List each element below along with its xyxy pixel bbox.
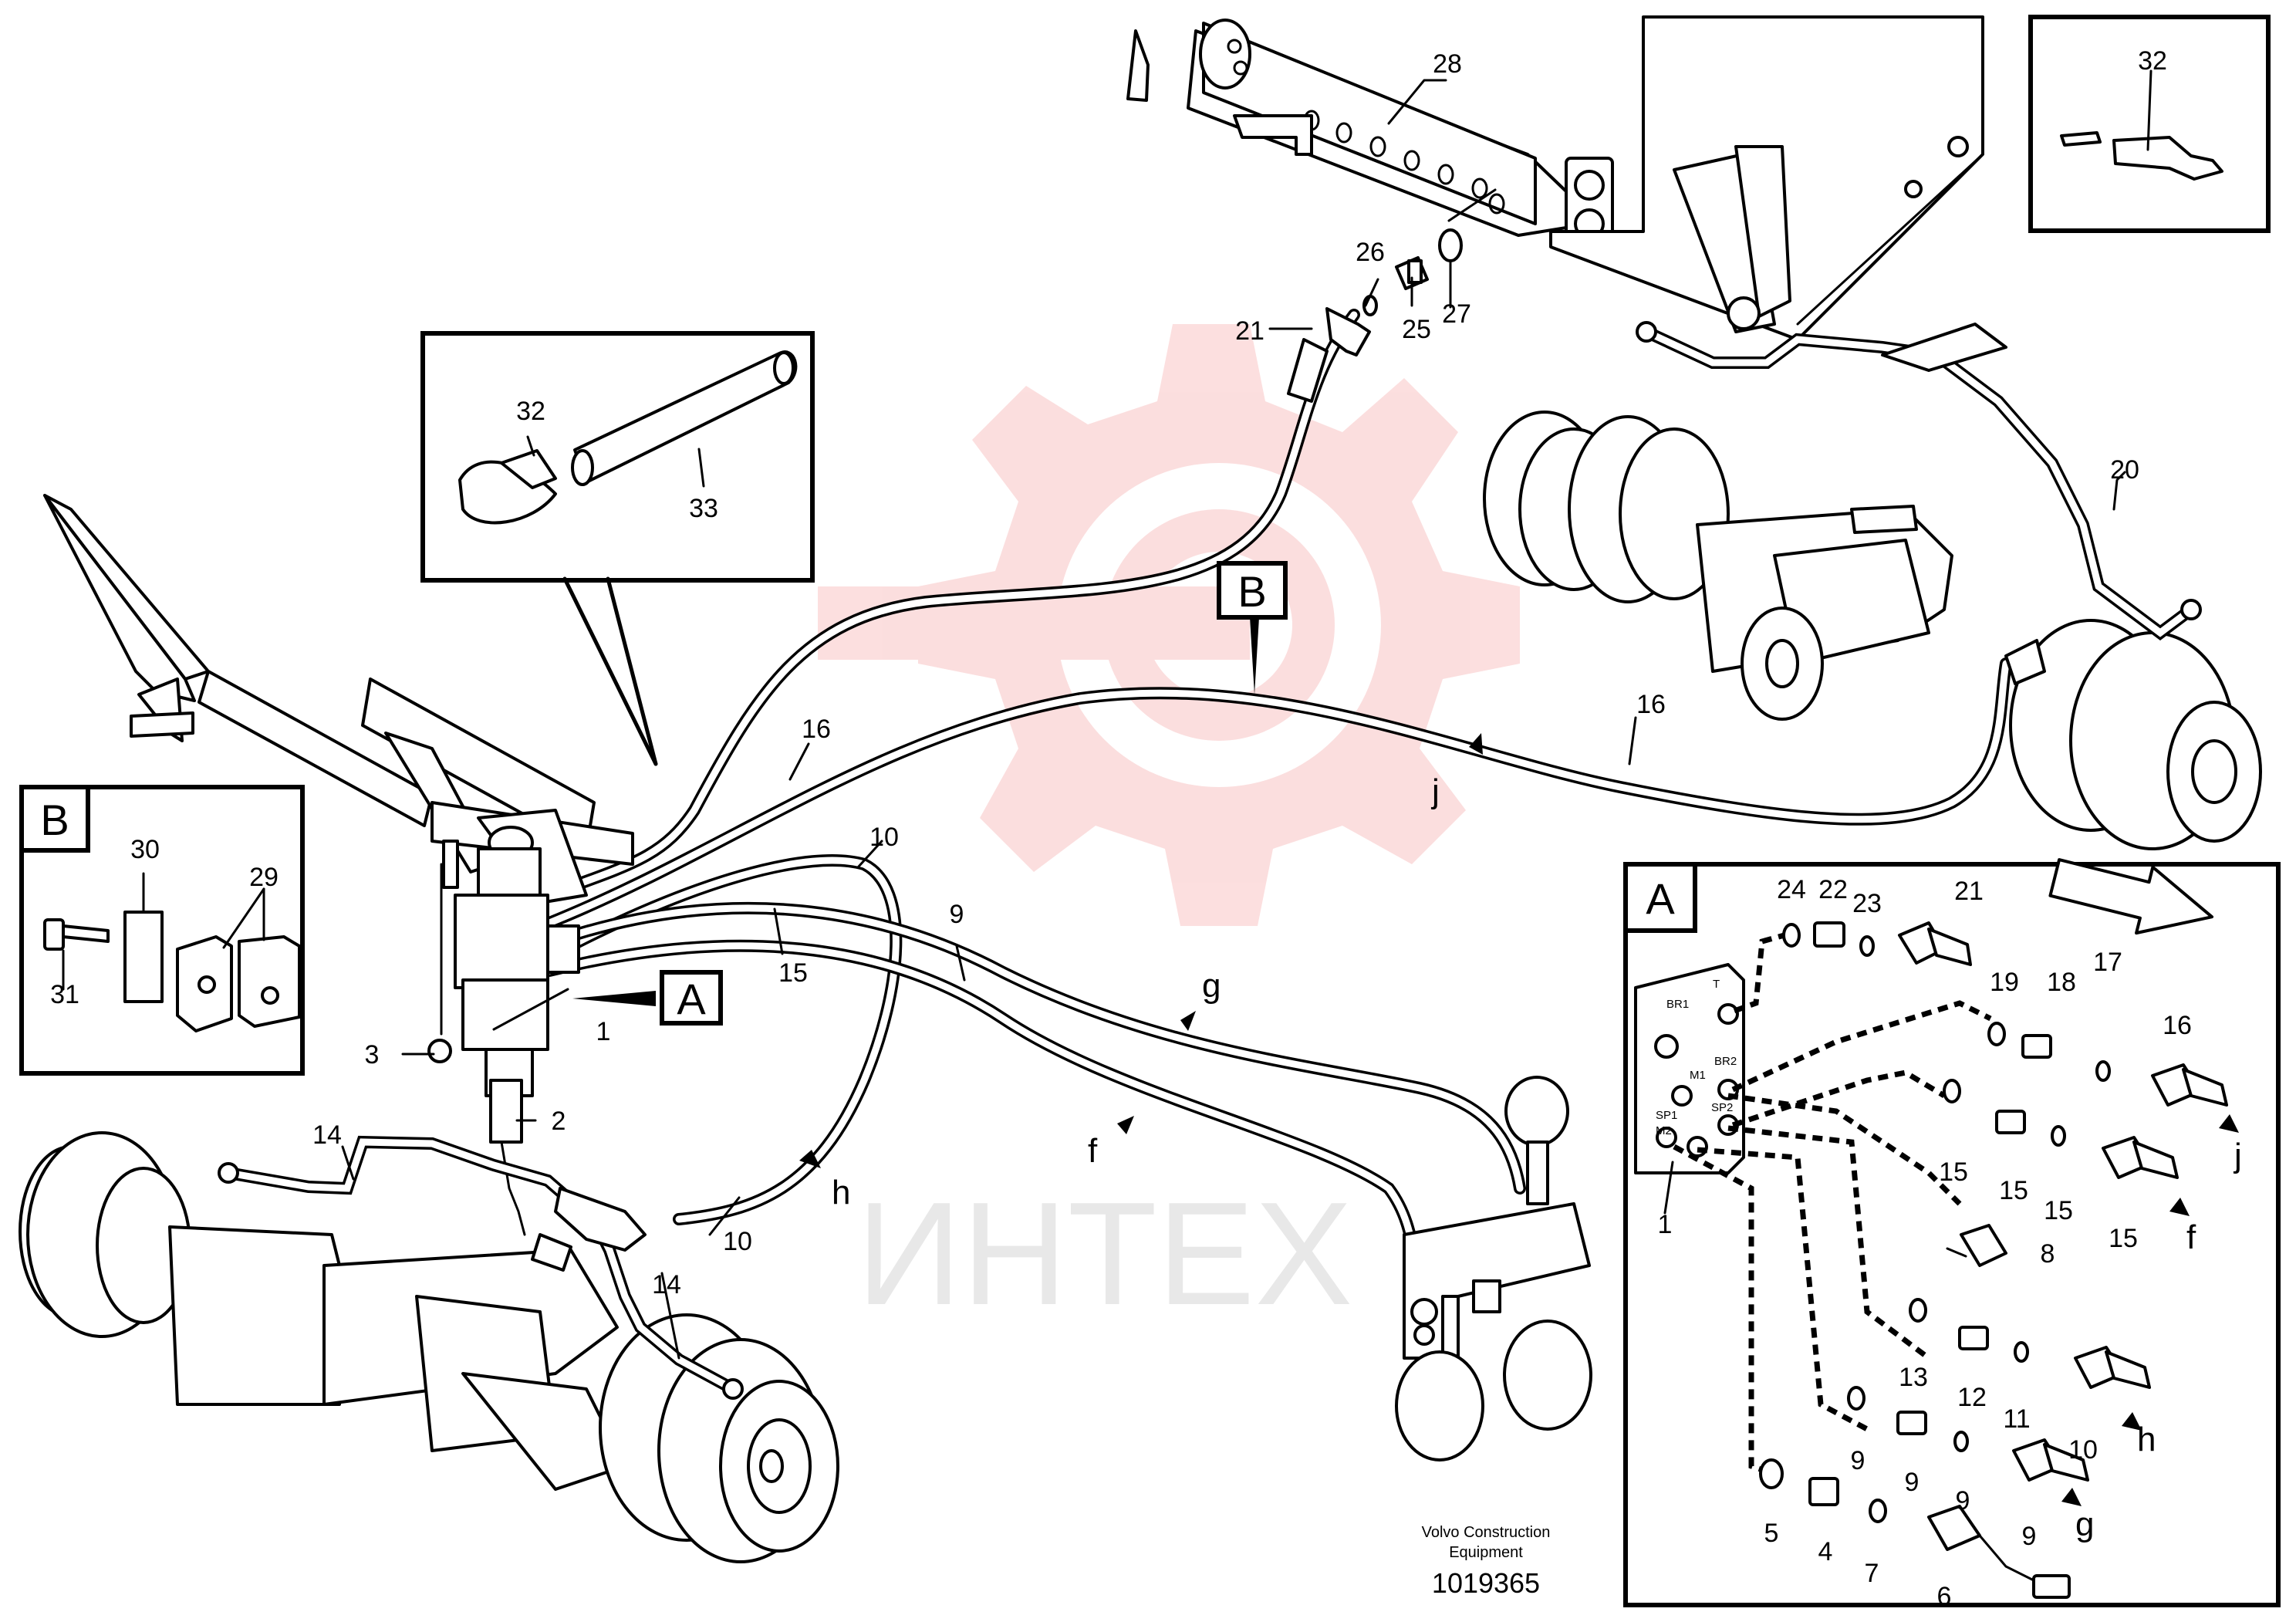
connection-letter-f-main: f [1088, 1132, 1098, 1170]
callout-15-detail-a: 15 [1939, 1157, 1968, 1187]
connection-letter-f-detail: f [2186, 1218, 2196, 1256]
port-label-sp2: SP2 [1711, 1101, 1733, 1114]
callout-15-detail-d: 15 [2109, 1224, 2138, 1253]
footer-company-line2: Equipment [1449, 1544, 1523, 1561]
fitting-group-25-27 [1362, 188, 1497, 316]
callout-28: 28 [1433, 49, 1462, 79]
callout-10-top: 10 [869, 823, 899, 852]
view-label-a-ref: A [677, 975, 706, 1023]
view-marker-b [1217, 561, 1288, 694]
callout-21-main: 21 [1235, 316, 1264, 346]
connection-arrows [799, 733, 2239, 1506]
callout-10-detail: 10 [2068, 1435, 2098, 1465]
callout-19: 19 [1990, 968, 2019, 997]
view-label-a-detail: A [1646, 874, 1675, 923]
hydraulic-tank [1549, 15, 1984, 341]
leader-lines [341, 79, 2126, 1360]
callout-16-main-b: 16 [1636, 690, 1666, 719]
view-label-b-ref: B [1237, 567, 1266, 616]
callout-15-detail-b: 15 [1999, 1176, 2028, 1205]
callout-24: 24 [1777, 875, 1806, 904]
callout-22: 22 [1818, 875, 1848, 904]
connection-letter-h-main: h [832, 1174, 850, 1211]
connection-letter-h-detail: h [2137, 1421, 2156, 1458]
callout-1-detail: 1 [1658, 1210, 1673, 1239]
port-label-m2: M2 [1656, 1124, 1672, 1137]
callout-26: 26 [1356, 238, 1385, 267]
callout-9-detail-b: 9 [1905, 1468, 1920, 1497]
brake-pedal-assembly [43, 494, 634, 1236]
callout-32-left: 32 [516, 397, 545, 426]
callout-1-main: 1 [596, 1017, 611, 1046]
connection-letter-j-detail: j [2233, 1137, 2242, 1174]
port-label-sp1: SP1 [1656, 1109, 1677, 1122]
callout-7: 7 [1865, 1559, 1879, 1588]
callout-4: 4 [1818, 1537, 1833, 1566]
connection-letter-j-main: j [1430, 772, 1440, 810]
connection-letter-g-detail: g [2075, 1505, 2094, 1543]
callout-32-top: 32 [2138, 46, 2167, 76]
callout-31: 31 [50, 980, 79, 1009]
callout-9-main: 9 [950, 900, 964, 929]
callout-13: 13 [1899, 1363, 1928, 1392]
detail-box-a [1623, 858, 2281, 1607]
callout-11: 11 [2003, 1404, 2030, 1434]
callout-17: 17 [2093, 948, 2122, 977]
callout-9-detail-c: 9 [1956, 1486, 1970, 1516]
footer-company-line1: Volvo Construction [1422, 1524, 1551, 1541]
port-label-br2: BR2 [1714, 1055, 1737, 1068]
callout-29: 29 [249, 863, 279, 892]
accumulator-block [1395, 1076, 1592, 1461]
callout-8: 8 [2041, 1239, 2055, 1269]
port-label-br1: BR1 [1666, 998, 1689, 1011]
watermark-text: ИНТЕХ [856, 1172, 1352, 1336]
view-label-b-detail: B [40, 796, 69, 844]
callout-14-a: 14 [312, 1120, 342, 1150]
detail-box-tube [420, 331, 815, 766]
valve-manifold-28 [1126, 19, 1614, 252]
detail-box-clip [2028, 15, 2271, 233]
connection-letter-g-main: g [1202, 967, 1221, 1005]
footer-drawing-number: 1019365 [1432, 1567, 1540, 1599]
callout-10-bottom: 10 [723, 1227, 752, 1256]
callout-14-b: 14 [652, 1270, 681, 1299]
callout-3: 3 [365, 1040, 380, 1070]
rear-axle [1483, 411, 2262, 850]
callout-16-main-a: 16 [802, 715, 831, 744]
view-marker-a [572, 970, 723, 1026]
callout-27: 27 [1442, 299, 1471, 329]
callout-33: 33 [689, 494, 718, 523]
callout-12: 12 [1957, 1383, 1987, 1412]
port-label-t: T [1713, 978, 1720, 991]
callout-21-detail: 21 [1954, 877, 1984, 906]
callout-18: 18 [2047, 968, 2076, 997]
callout-9-detail-d: 9 [2022, 1522, 2037, 1551]
callout-15-detail-c: 15 [2044, 1196, 2073, 1225]
callout-25: 25 [1402, 315, 1431, 344]
callout-5: 5 [1764, 1519, 1779, 1548]
front-axle [19, 1131, 839, 1563]
callout-9-detail-a: 9 [1851, 1446, 1866, 1475]
callout-30: 30 [130, 835, 160, 864]
watermark-gear [818, 324, 1520, 926]
callout-6: 6 [1937, 1582, 1952, 1611]
callout-20: 20 [2110, 455, 2139, 485]
detail-box-b [19, 785, 305, 1076]
callout-16-detail: 16 [2163, 1011, 2192, 1040]
port-label-m1: M1 [1690, 1069, 1706, 1082]
callout-23: 23 [1852, 889, 1882, 918]
callout-15-main: 15 [778, 958, 808, 988]
callout-2: 2 [552, 1107, 566, 1136]
